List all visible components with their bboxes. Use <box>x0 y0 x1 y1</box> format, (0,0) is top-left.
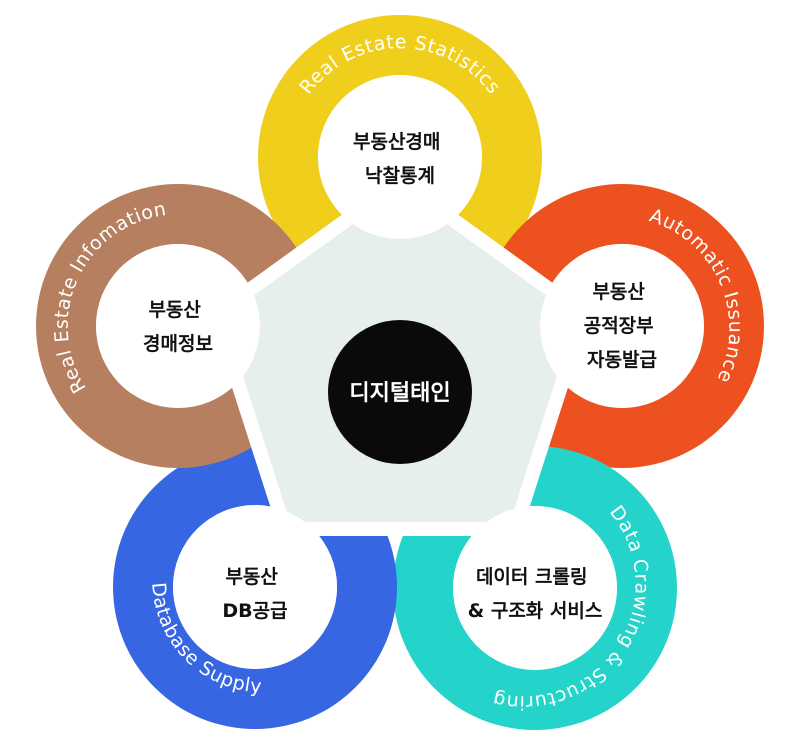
petal-bottom-left-line-2: DB공급 <box>222 600 287 622</box>
petal-top-line-1: 부동산경매 <box>353 131 440 153</box>
petal-left-label: 부동산 경매정보 <box>143 299 213 355</box>
petal-right-line-3: 자동발급 <box>587 349 657 371</box>
petal-left-line-2: 경매정보 <box>143 333 213 355</box>
petal-top-label: 부동산경매 낙찰통계 <box>353 131 447 187</box>
petal-bottom-right-disk-front <box>453 506 617 670</box>
petal-right-label: 부동산 공적장부 자동발급 <box>584 281 661 371</box>
petal-right-line-2: 공적장부 <box>584 315 654 337</box>
petal-top-line-2: 낙찰통계 <box>365 165 435 187</box>
petal-left-line-1: 부동산 <box>148 299 201 321</box>
center-circle <box>328 320 472 464</box>
petal-bottom-left-disk-front <box>173 505 337 669</box>
petal-bottom-left-label: 부동산 DB공급 <box>222 566 287 622</box>
petal-bottom-right-line-2: & 구조화 서비스 <box>468 600 603 622</box>
petal-right-disk-front <box>540 244 704 408</box>
petal-bottom-right-line-1: 데이터 크롤링 <box>476 566 588 588</box>
petal-bottom-right-label: 데이터 크롤링 & 구조화 서비스 <box>468 566 603 622</box>
petal-left-disk-front <box>96 244 260 408</box>
center-label: 디지털태인 <box>349 381 450 406</box>
petal-bottom-left-line-1: 부동산 <box>225 566 278 588</box>
petal-top-disk-front <box>318 75 482 239</box>
petal-right-line-1: 부동산 <box>592 281 645 303</box>
